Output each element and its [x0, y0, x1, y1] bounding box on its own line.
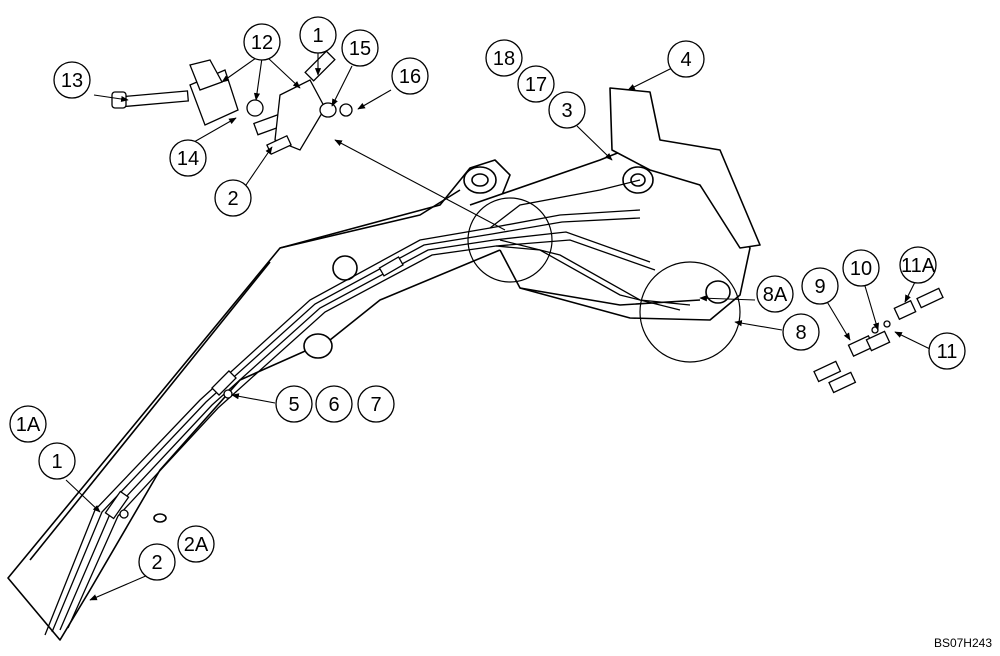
callout-10: 10 — [842, 249, 880, 287]
svg-text:18: 18 — [493, 48, 515, 70]
callout-4: 4 — [667, 40, 705, 78]
boom-arm — [7, 87, 761, 641]
svg-text:8: 8 — [795, 322, 806, 344]
callout-16: 16 — [391, 57, 429, 95]
callout-1a: 1A — [9, 405, 47, 443]
svg-text:1A: 1A — [16, 414, 41, 436]
callout-8: 8 — [782, 313, 820, 351]
svg-text:2A: 2A — [184, 534, 209, 556]
svg-text:9: 9 — [814, 276, 825, 298]
callout-2-top: 2 — [214, 179, 252, 217]
svg-text:17: 17 — [525, 74, 547, 96]
svg-text:12: 12 — [251, 32, 273, 54]
svg-text:11: 11 — [937, 341, 958, 363]
svg-text:14: 14 — [177, 148, 199, 170]
svg-text:2: 2 — [227, 188, 238, 210]
svg-text:1: 1 — [312, 25, 323, 47]
callout-8a: 8A — [756, 275, 794, 313]
callout-1-top: 1 — [299, 16, 337, 54]
callout-17: 17 — [517, 65, 555, 103]
callout-5: 5 — [275, 385, 313, 423]
svg-text:10: 10 — [850, 258, 872, 280]
detail-circles — [467, 197, 741, 363]
callout-6: 6 — [315, 385, 353, 423]
callout-11: 11 — [928, 332, 966, 370]
callout-9: 9 — [801, 267, 839, 305]
callout-1-bottom: 1 — [38, 442, 76, 480]
callout-18: 18 — [485, 39, 523, 77]
svg-text:11A: 11A — [901, 255, 936, 277]
svg-text:16: 16 — [399, 66, 421, 88]
callout-13: 13 — [53, 61, 91, 99]
svg-text:8A: 8A — [763, 284, 788, 306]
svg-text:13: 13 — [61, 70, 83, 92]
svg-text:1: 1 — [51, 451, 62, 473]
svg-text:2: 2 — [151, 552, 162, 574]
callout-2a: 2A — [177, 525, 215, 563]
callout-14: 14 — [169, 139, 207, 177]
line-clamps — [104, 256, 404, 520]
svg-text:6: 6 — [328, 394, 339, 416]
svg-text:7: 7 — [370, 394, 381, 416]
callout-15: 15 — [341, 29, 379, 67]
callout-balloons: 1 2 3 4 5 6 7 8 8A 9 10 11 11A 12 13 14 … — [9, 16, 966, 581]
figure-code: BS07H243 — [933, 636, 992, 650]
callout-11a: 11A — [899, 246, 937, 284]
svg-text:15: 15 — [349, 38, 371, 60]
fittings-cluster — [813, 287, 944, 394]
svg-text:5: 5 — [288, 394, 299, 416]
callout-3: 3 — [548, 91, 586, 129]
pin-hardware — [111, 50, 353, 156]
callout-2-bottom: 2 — [138, 543, 176, 581]
callout-12: 12 — [243, 23, 281, 61]
svg-text:4: 4 — [680, 49, 691, 71]
svg-text:3: 3 — [561, 100, 572, 122]
callout-7: 7 — [357, 385, 395, 423]
leader-arrows — [65, 52, 931, 601]
